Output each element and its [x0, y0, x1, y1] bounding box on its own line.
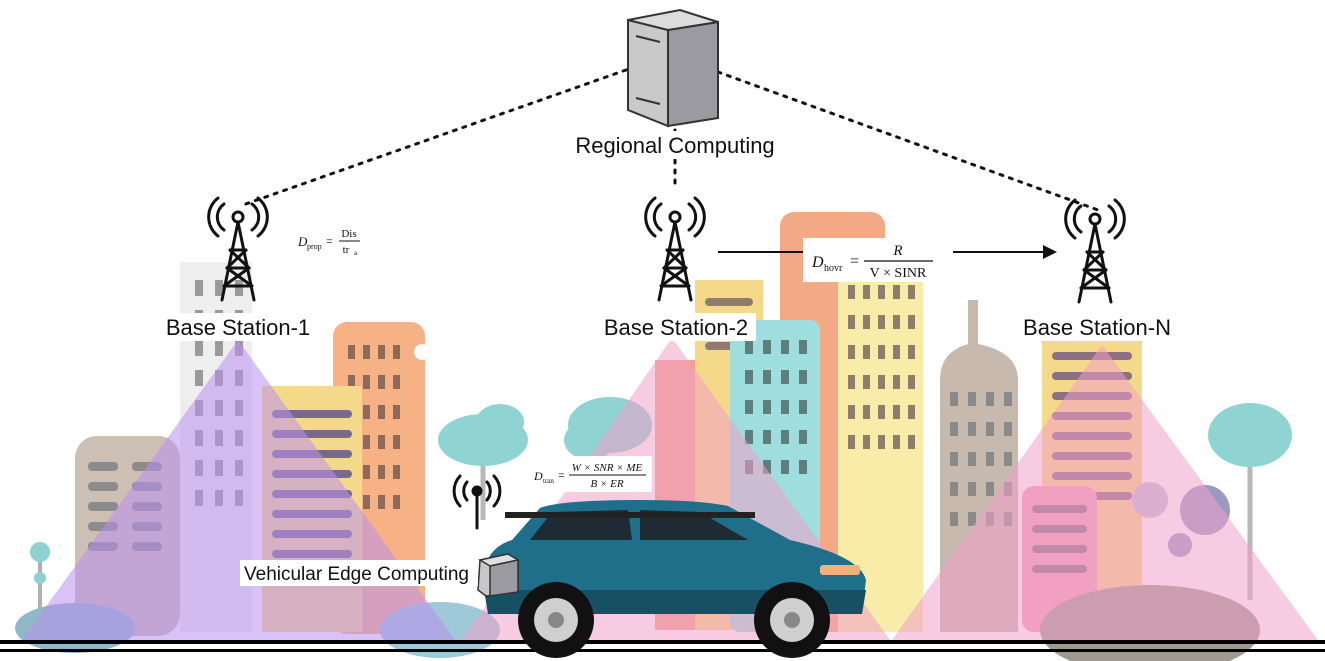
server-icon [627, 8, 719, 128]
link-server-bsn [716, 70, 1100, 212]
car-antenna-icon [452, 474, 502, 530]
bs1-label: Base Station-1 [158, 313, 318, 341]
svg-text:W × SNR × ME: W × SNR × ME [572, 462, 643, 474]
svg-text:Base Station-1: Base Station-1 [166, 315, 310, 340]
car-icon [452, 474, 866, 658]
svg-text:=: = [558, 468, 565, 482]
svg-text:=: = [850, 253, 859, 270]
svg-text:prop: prop [307, 242, 322, 251]
svg-text:B × ER: B × ER [590, 478, 623, 490]
svg-text:V × SINR: V × SINR [870, 266, 927, 281]
cell-tower-icon [1064, 198, 1126, 304]
road [0, 640, 1325, 652]
cell-tower-icon [207, 196, 269, 302]
svg-text:Regional Computing: Regional Computing [575, 133, 774, 158]
svg-text:a: a [354, 249, 358, 257]
tree-mid-left [438, 404, 528, 520]
equation-d-prop: D prop = Dis tr a [295, 222, 363, 258]
svg-text:Base Station-N: Base Station-N [1023, 315, 1171, 340]
vehicular-edge-label: Vehicular Edge Computing [240, 560, 478, 586]
svg-text:D: D [297, 234, 308, 249]
coverage-bsn [892, 345, 1318, 640]
svg-text:R: R [892, 243, 902, 259]
bsn-label: Base Station-N [1012, 313, 1182, 341]
link-server-bs1 [238, 68, 628, 208]
svg-text:D: D [533, 469, 543, 483]
svg-text:tr: tr [343, 244, 350, 256]
bs2-label: Base Station-2 [596, 313, 756, 341]
cell-tower-icon [644, 196, 706, 302]
svg-text:Dis: Dis [341, 228, 356, 240]
edge-server-box-icon [477, 553, 521, 597]
svg-text:=: = [326, 234, 333, 248]
svg-text:hovr: hovr [824, 263, 843, 274]
svg-text:Vehicular Edge Computing: Vehicular Edge Computing [244, 564, 469, 585]
svg-text:D: D [811, 254, 824, 271]
regional-computing-label: Regional Computing [568, 131, 782, 159]
equation-d-hovr: D hovr = R V × SINR [803, 238, 953, 282]
svg-text:tran: tran [543, 477, 554, 485]
svg-text:Base Station-2: Base Station-2 [604, 315, 748, 340]
equation-d-tran: D tran = W × SNR × ME B × ER [530, 456, 652, 492]
